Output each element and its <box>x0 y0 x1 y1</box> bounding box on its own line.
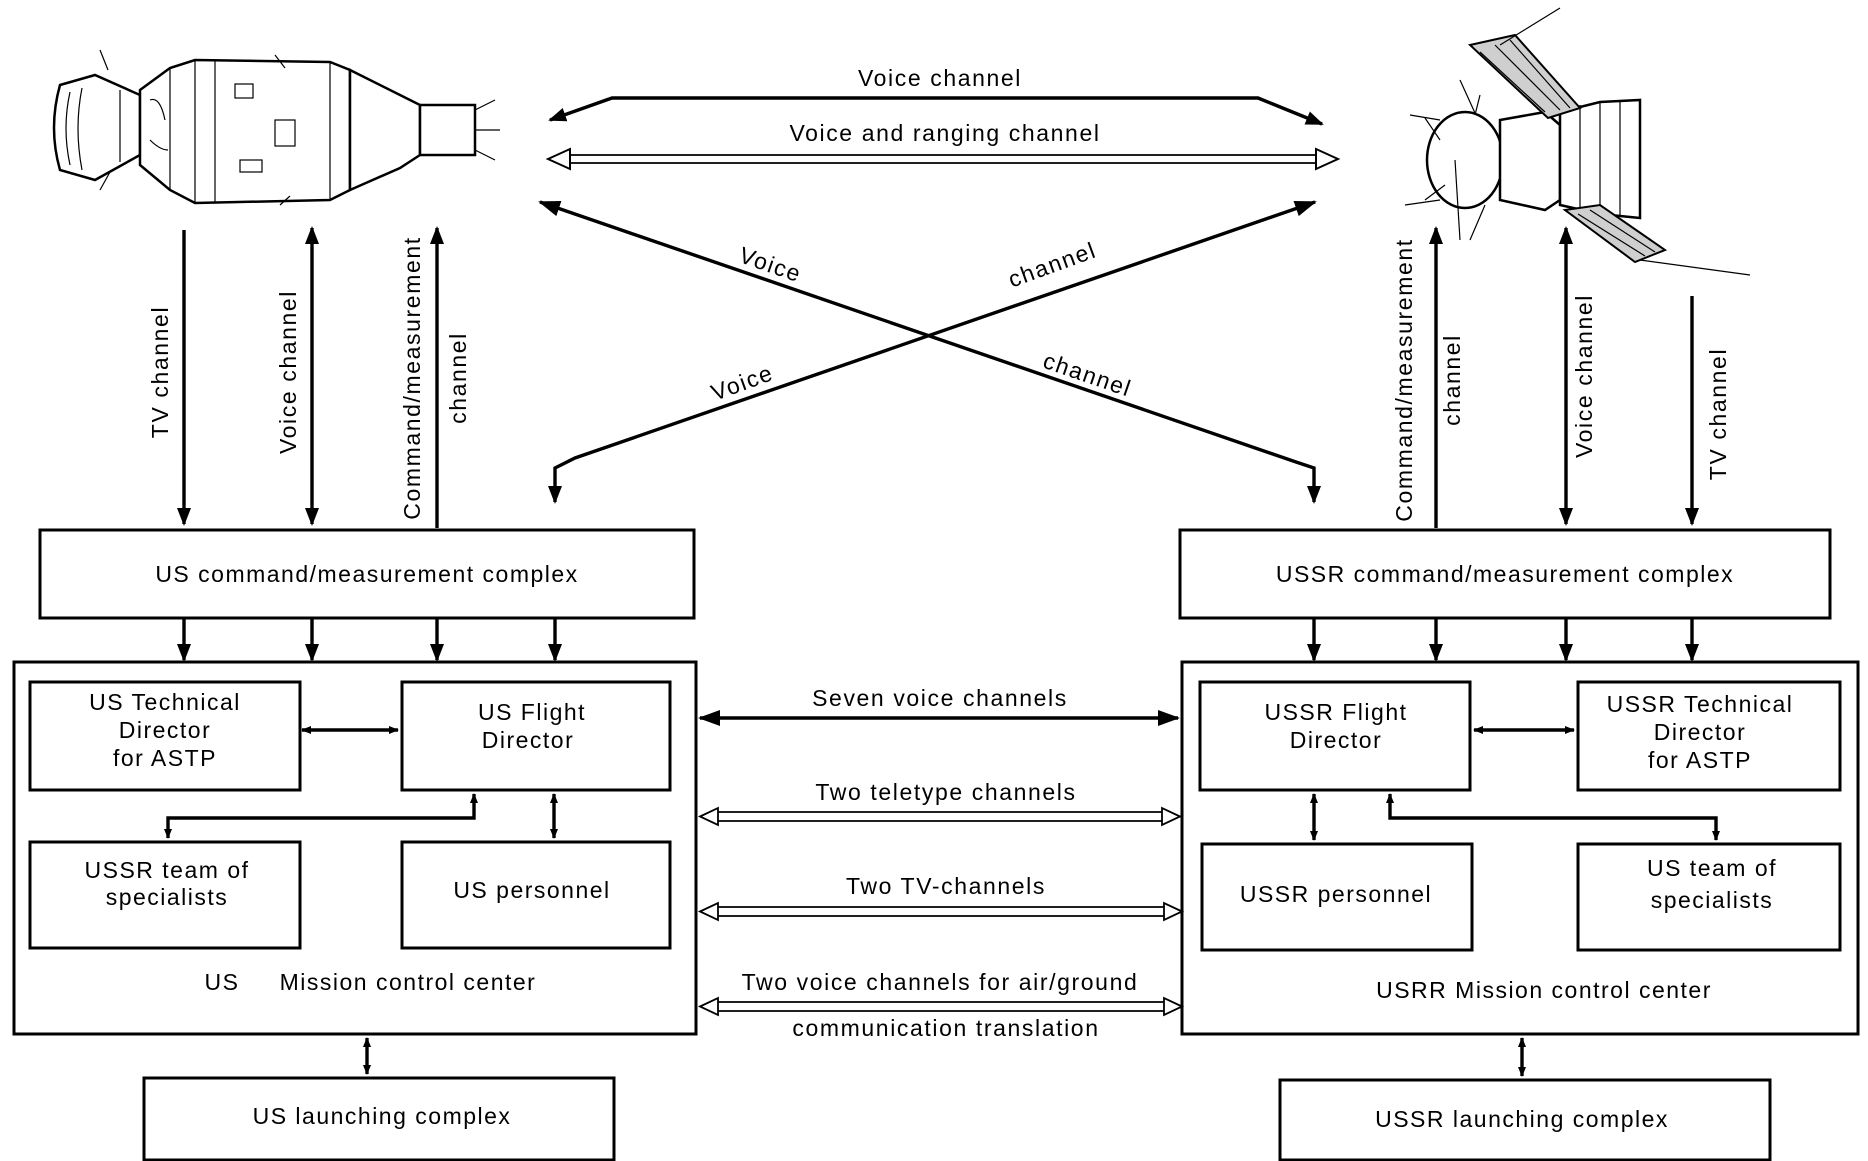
us-flight-director-line1: US Flight <box>478 699 586 725</box>
us-ussr-team-line1: USSR team of <box>85 857 250 883</box>
ussr-voice-label: Voice channel <box>1571 294 1597 458</box>
two-tv-label: Two TV-channels <box>846 873 1046 899</box>
two-voice-b-label: communication translation <box>792 1015 1099 1041</box>
us-personnel-label: US personnel <box>453 877 610 903</box>
ussr-tv-channel-link: TV channel <box>1685 296 1731 526</box>
us-tech-director-line3: for ASTP <box>113 745 217 771</box>
us-complex-label: US command/measurement complex <box>155 561 578 587</box>
us-voice-channel-link: Voice channel <box>275 226 319 526</box>
soyuz-spacecraft-icon <box>1404 7 1751 276</box>
us-mission-control-center: US Technical Director for ASTP US Flight… <box>12 660 698 1036</box>
ussr-personnel-label: USSR personnel <box>1240 881 1432 907</box>
ussr-tv-label: TV channel <box>1705 348 1731 480</box>
us-cmd-label: Command/measurement <box>399 236 425 520</box>
ussr-launching-complex: USSR launching complex <box>1278 1078 1772 1161</box>
us-voice-label: Voice channel <box>275 290 301 454</box>
ussr-us-team-line2: specialists <box>1651 887 1774 913</box>
two-teletype-channels-link: Two teletype channels <box>697 779 1183 827</box>
us-launching-complex: US launching complex <box>142 1076 616 1161</box>
us-tech-director-line1: US Technical <box>89 689 241 715</box>
two-voice-a-label: Two voice channels for air/ground <box>742 969 1139 995</box>
ussr-personnel-box <box>1200 842 1474 952</box>
two-tv-channels-link: Two TV-channels <box>697 873 1185 922</box>
us-complex-to-mcc-arrows <box>177 618 562 662</box>
ussr-command-channel-link: Command/measurement channel <box>1391 226 1465 528</box>
us-ussr-team-box <box>28 840 302 950</box>
us-flight-director-line2: Director <box>482 727 575 753</box>
us-flight-director-box <box>400 680 672 792</box>
ussr-launch-label: USSR launching complex <box>1375 1106 1669 1132</box>
cross-channel-b-label: channel <box>1005 237 1100 293</box>
ussr-tech-director-line2: Director <box>1654 719 1747 745</box>
us-mcc-prefix: US <box>205 969 240 995</box>
ussr-cmd-label: Command/measurement <box>1391 238 1417 522</box>
us-launch-label: US launching complex <box>253 1103 512 1129</box>
ussr-flight-director-line2: Director <box>1290 727 1383 753</box>
us-command-complex: US command/measurement complex <box>38 528 696 620</box>
two-teletype-label: Two teletype channels <box>815 779 1076 805</box>
apollo-spacecraft-icon <box>52 49 500 206</box>
ussr-tech-director-line3: for ASTP <box>1648 747 1752 773</box>
us-tech-director-box <box>28 680 302 792</box>
two-voice-translation-link: Two voice channels for air/ground commun… <box>697 969 1185 1041</box>
voice-channel-top-label: Voice channel <box>858 65 1022 91</box>
us-command-channel-link: Command/measurement channel <box>399 226 471 528</box>
us-tech-director-line2: Director <box>119 717 212 743</box>
ussr-us-team-box <box>1576 842 1842 952</box>
us-tv-channel-link: TV channel <box>147 230 191 526</box>
voice-ranging-link: Voice and ranging channel <box>545 120 1341 171</box>
ussr-command-complex: USSR command/measurement complex <box>1178 528 1832 620</box>
seven-voice-channels-link: Seven voice channels <box>698 685 1180 726</box>
ussr-mission-control-center: USSR Flight Director USSR Technical Dire… <box>1180 660 1860 1036</box>
cross-channel-a-label: channel <box>1040 347 1135 401</box>
ussr-flight-director-box <box>1198 680 1472 792</box>
ussr-voice-channel-link: Voice channel <box>1559 226 1597 526</box>
ussr-cmd2-label: channel <box>1439 334 1465 426</box>
cross-voice-link-a: Voice channel <box>538 200 1321 504</box>
us-cmd2-label: channel <box>445 332 471 424</box>
ussr-complex-label: USSR command/measurement complex <box>1276 561 1734 587</box>
ussr-us-team-line1: US team of <box>1647 855 1777 881</box>
voice-ranging-label: Voice and ranging channel <box>789 120 1100 146</box>
us-personnel-box <box>400 840 672 950</box>
ussr-flight-director-line1: USSR Flight <box>1264 699 1407 725</box>
us-tv-label: TV channel <box>147 306 173 438</box>
ussr-tech-director-box <box>1576 680 1842 792</box>
us-ussr-team-line2: specialists <box>106 884 229 910</box>
ussr-complex-to-mcc-arrows <box>1307 618 1699 662</box>
ussr-tech-director-line1: USSR Technical <box>1607 691 1794 717</box>
voice-channel-top-link: Voice channel <box>548 65 1324 126</box>
seven-voice-label: Seven voice channels <box>812 685 1068 711</box>
ussr-mcc-label: USRR Mission control center <box>1376 977 1712 1003</box>
us-mcc-label: Mission control center <box>280 969 537 995</box>
